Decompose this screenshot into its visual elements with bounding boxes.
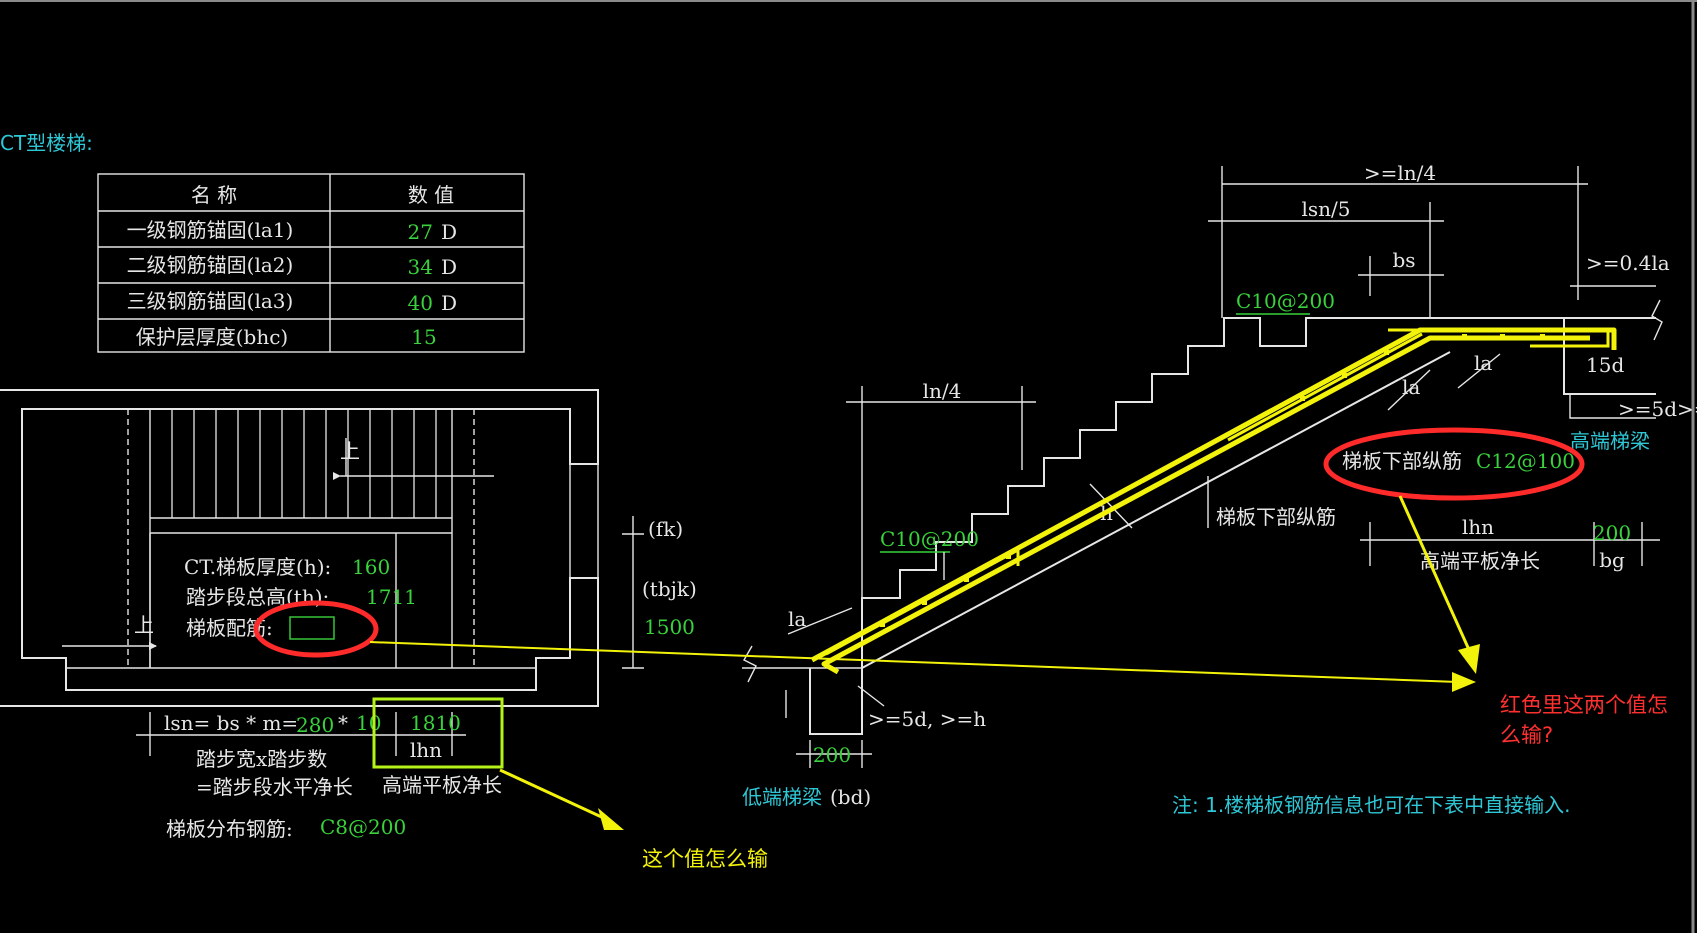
section-dim-bs: bs [1392, 248, 1415, 272]
table-header-value: 数 值 [408, 183, 454, 207]
section-low-rebar-value[interactable]: C10@200 [880, 527, 979, 551]
rebar-drawing [810, 327, 1617, 675]
section-tbjk-value[interactable]: 1500 [644, 615, 695, 639]
plan-bs-value[interactable]: 280 [296, 713, 334, 737]
table-row-la2-name: 二级钢筋锚固(la2) [127, 253, 294, 277]
plan-height-value[interactable]: 1711 [366, 585, 417, 609]
table-row-bhc-name: 保护层厚度(bhc) [136, 325, 289, 349]
table-row-la1-name: 一级钢筋锚固(la1) [127, 218, 294, 242]
section-bottom-long-label-2: 梯板下部纵筋 [1216, 505, 1336, 529]
section-low-beam-label: 低端梯梁 [742, 785, 822, 809]
highlight-lhn-box [372, 697, 504, 769]
section-fk-label: (fk) [648, 517, 683, 541]
plan-dist-value[interactable]: C8@200 [320, 815, 406, 839]
annotation-how-input-two-line1: 红色里这两个值怎 [1500, 693, 1668, 717]
section-bottom-long-label: 梯板下部纵筋 [1342, 449, 1462, 473]
table-header-name: 名 称 [191, 183, 237, 207]
section-note: 注: 1.楼梯板钢筋信息也可在下表中直接输入. [1172, 793, 1571, 817]
plan-times-sign: * [338, 711, 348, 735]
section-tbjk-label: (tbjk) [642, 577, 697, 601]
section-la-label-c: la [788, 607, 806, 631]
plan-rebar-input[interactable] [289, 616, 335, 640]
table-row-bhc-value[interactable]: 15 [411, 325, 436, 349]
plan-thickness-value[interactable]: 160 [352, 555, 390, 579]
section-high-beam-label: 高端梯梁 [1570, 429, 1650, 453]
plan-lhn-label: lhn [410, 738, 442, 762]
section-la-label-a: la [1474, 351, 1492, 375]
section-bg-label: bg [1599, 548, 1625, 572]
plan-up-arrow-label-2: 上 [134, 613, 154, 637]
section-200-right-value[interactable]: 200 [1593, 521, 1631, 545]
section-5d-low-label: >=5d, >=h [868, 707, 986, 731]
drawing-title: CT型楼梯: [0, 131, 93, 155]
plan-lhn-value[interactable]: 1810 [410, 711, 461, 735]
section-dim-ln4: ln/4 [923, 379, 962, 403]
section-dim-04la: >=0.4la [1586, 251, 1670, 275]
red-oval-bottom-rebar [1323, 427, 1585, 501]
section-200-low-value[interactable]: 200 [813, 743, 851, 767]
section-dim-ln4-top: >=ln/4 [1364, 161, 1436, 185]
table-row-la3-value[interactable]: 40 [408, 291, 433, 315]
annotation-how-input-one: 这个值怎么输 [642, 847, 768, 871]
plan-thickness-label: CT.梯板厚度(h): [184, 555, 331, 579]
annotation-how-input-two-line2: 么输? [1500, 723, 1553, 747]
section-5d-right-label: >=5d>=h [1618, 397, 1697, 421]
section-bottom-long-value[interactable]: C12@100 [1476, 449, 1575, 473]
table-row-la1-unit: D [441, 220, 457, 244]
table-row-la3-name: 三级钢筋锚固(la3) [127, 289, 294, 313]
parameter-table: 名 称 数 值 一级钢筋锚固(la1) 27 D 二级钢筋锚固(la2) 34 … [97, 173, 525, 353]
section-dim-lsn5: lsn/5 [1301, 197, 1350, 221]
plan-step-desc-2: =踏步段水平净长 [196, 775, 353, 799]
section-high-slab-len-label: 高端平板净长 [1420, 549, 1540, 573]
section-top-rebar-value[interactable]: C10@200 [1236, 289, 1335, 313]
plan-lsn-label: lsn= bs * m= [164, 711, 298, 735]
section-lhn-label: lhn [1462, 515, 1494, 539]
plan-dist-label: 梯板分布钢筋: [166, 817, 293, 841]
plan-m-value[interactable]: 10 [356, 711, 381, 735]
red-oval-rebar-input [253, 600, 379, 658]
stair-plan: 上 上 CT.梯板厚度(h): 160 踏步段总高(th): 1711 梯板配筋… [0, 389, 599, 841]
table-row-la1-value[interactable]: 27 [408, 220, 433, 244]
annotation-arrows [369, 495, 1480, 830]
section-15d-label: 15d [1586, 353, 1624, 377]
stair-section: (fk) (tbjk) 1500 >=ln/4 lsn/5 bs >=0.4la… [622, 161, 1697, 817]
plan-high-slab-label: 高端平板净长 [382, 773, 502, 797]
table-row-la3-unit: D [441, 291, 457, 315]
table-row-la2-value[interactable]: 34 [408, 255, 433, 279]
plan-up-arrow-label-1: 上 [340, 439, 360, 463]
section-bd-label: (bd) [830, 785, 871, 809]
table-row-la2-unit: D [441, 255, 457, 279]
plan-step-desc-1: 踏步宽x踏步数 [196, 747, 327, 771]
